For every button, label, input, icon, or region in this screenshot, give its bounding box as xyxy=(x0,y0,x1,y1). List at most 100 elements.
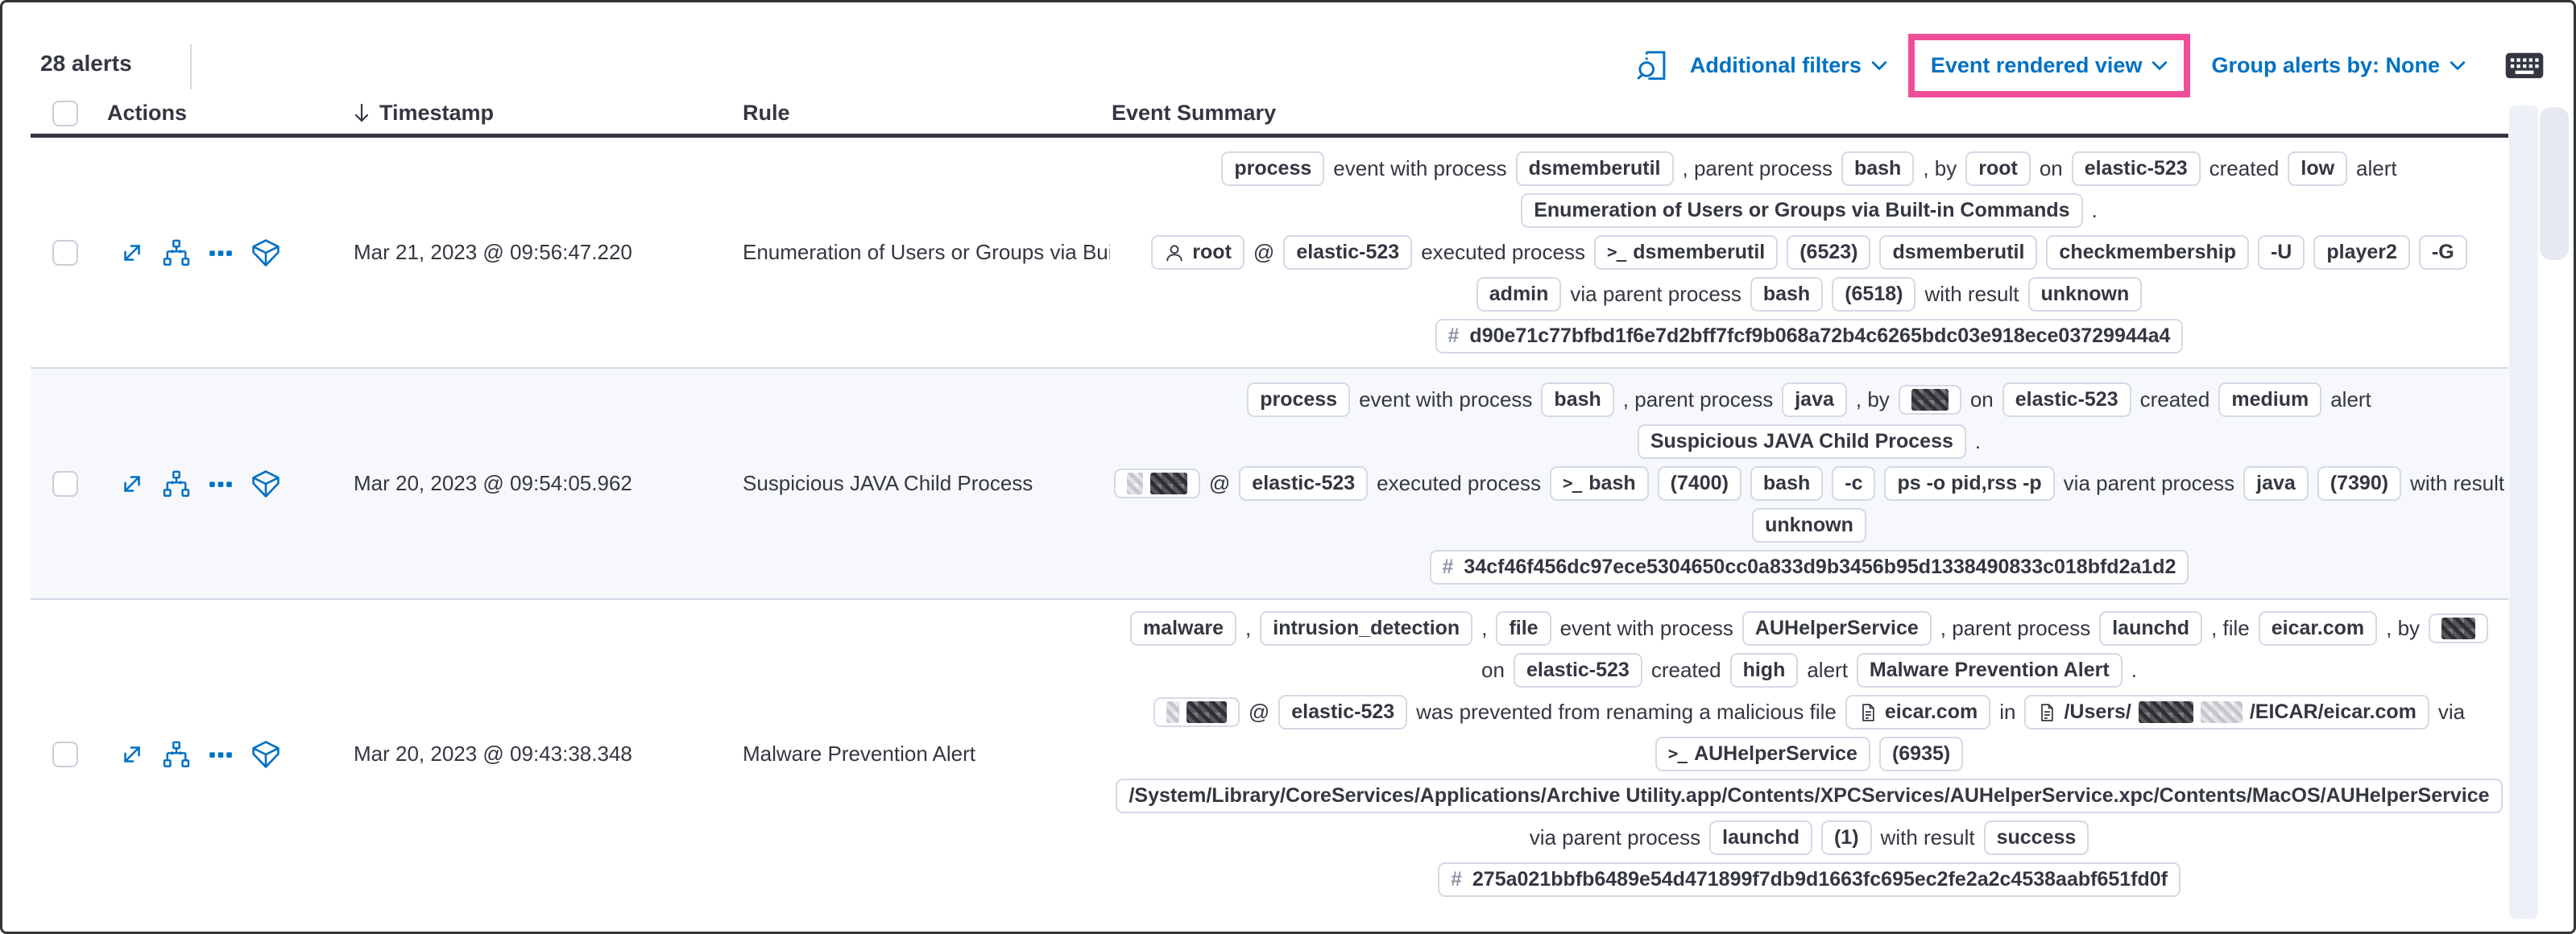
summary-badge[interactable]: bash xyxy=(1750,277,1824,312)
summary-badge[interactable]: Malware Prevention Alert xyxy=(1856,653,2123,688)
summary-badge[interactable]: /System/Library/CoreServices/Application… xyxy=(1116,779,2503,813)
summary-badge[interactable]: malware xyxy=(1129,611,1237,646)
summary-badge[interactable]: /Users//EICAR/eicar.com xyxy=(2024,695,2429,729)
summary-badge[interactable]: process xyxy=(1221,151,1325,186)
hash-icon: # xyxy=(1450,868,1462,891)
summary-badge[interactable]: dsmemberutil xyxy=(1879,235,2038,270)
investigate-in-timeline-button[interactable] xyxy=(251,739,281,770)
header-event-summary-label: Event Summary xyxy=(1112,101,1277,125)
summary-badge[interactable]: low xyxy=(2288,151,2348,186)
more-actions-button[interactable] xyxy=(207,239,234,267)
summary-line: #275a021bbfb6489e54d471899f7db9d1663fc69… xyxy=(1437,862,2180,897)
summary-badge[interactable]: (6935) xyxy=(1878,737,1964,771)
summary-badge[interactable] xyxy=(1113,469,1200,498)
summary-badge[interactable]: unknown xyxy=(1752,508,1866,543)
summary-badge[interactable]: elastic-523 xyxy=(1283,235,1413,270)
summary-badge[interactable]: #34cf46f456dc97ece5304650cc0a833d9b3456b… xyxy=(1429,550,2189,585)
inspect-button[interactable] xyxy=(1637,49,1669,81)
summary-badge[interactable]: root xyxy=(1151,235,1245,270)
summary-badge[interactable]: bash xyxy=(1541,382,1614,417)
summary-badge[interactable]: dsmemberutil xyxy=(1515,151,1674,186)
analyze-event-button[interactable] xyxy=(162,740,191,769)
summary-badge[interactable]: launchd xyxy=(1709,820,1812,855)
summary-badge[interactable]: #d90e71c77bfbd1f6e7d2bff7fcf9b068a72b4c6… xyxy=(1435,319,2184,353)
summary-badge[interactable]: root xyxy=(1965,151,2031,186)
summary-badge[interactable]: java xyxy=(1782,382,1847,417)
summary-badge[interactable]: (7400) xyxy=(1657,466,1741,501)
hash-icon: # xyxy=(1442,556,1454,578)
scrollbar-thumb[interactable] xyxy=(2540,107,2569,260)
select-all-checkbox[interactable] xyxy=(52,100,78,126)
investigate-in-timeline-button[interactable] xyxy=(251,469,281,499)
more-actions-button[interactable] xyxy=(207,470,234,498)
summary-badge[interactable]: >_AUHelperService xyxy=(1655,737,1870,771)
summary-badge[interactable] xyxy=(1898,385,1961,415)
rule-cell[interactable]: Enumeration of Users or Groups via Bui xyxy=(743,240,1110,264)
summary-badge[interactable]: (1) xyxy=(1820,820,1872,855)
scrollbar-track[interactable] xyxy=(2509,105,2538,919)
summary-badge[interactable]: -c xyxy=(1832,466,1876,501)
summary-badge[interactable]: elastic-523 xyxy=(1278,695,1408,729)
expand-alert-button[interactable] xyxy=(118,741,146,768)
summary-badge[interactable]: success xyxy=(1983,820,2089,855)
summary-badge[interactable]: player2 xyxy=(2313,235,2410,270)
view-selector-dropdown[interactable]: Event rendered view xyxy=(1931,53,2168,78)
summary-badge[interactable]: intrusion_detection xyxy=(1260,611,1473,646)
summary-badge[interactable]: java xyxy=(2243,466,2309,501)
rule-cell[interactable]: Suspicious JAVA Child Process xyxy=(743,471,1033,495)
summary-text: event with process xyxy=(1333,156,1507,180)
summary-badge[interactable]: -U xyxy=(2257,235,2305,270)
summary-badge[interactable]: AUHelperService xyxy=(1741,611,1932,646)
summary-badge[interactable]: elastic-523 xyxy=(2071,151,2201,186)
summary-text: event with process xyxy=(1559,616,1733,640)
summary-badge[interactable]: (6523) xyxy=(1787,235,1871,270)
summary-badge[interactable]: bash xyxy=(1750,466,1824,501)
group-alerts-label: Group alerts by: None xyxy=(2211,52,2440,77)
expand-icon xyxy=(118,239,146,267)
summary-badge[interactable]: unknown xyxy=(2027,277,2143,312)
rule-cell[interactable]: Malware Prevention Alert xyxy=(743,742,976,766)
summary-badge[interactable]: (6518) xyxy=(1832,277,1916,312)
summary-badge[interactable]: #275a021bbfb6489e54d471899f7db9d1663fc69… xyxy=(1437,862,2180,897)
summary-badge[interactable] xyxy=(1153,697,1240,727)
summary-badge[interactable]: ps -o pid,rss -p xyxy=(1884,466,2055,501)
row-checkbox[interactable] xyxy=(52,470,78,497)
summary-badge[interactable]: admin xyxy=(1476,277,1562,312)
summary-badge[interactable] xyxy=(2429,614,2489,643)
summary-badge[interactable]: Suspicious JAVA Child Process xyxy=(1637,424,1966,459)
row-checkbox[interactable] xyxy=(52,741,78,767)
group-alerts-dropdown[interactable]: Group alerts by: None xyxy=(2211,53,2466,78)
summary-badge[interactable]: process xyxy=(1247,382,1351,417)
summary-badge[interactable]: checkmembership xyxy=(2046,235,2249,270)
analyze-event-button[interactable] xyxy=(162,469,191,498)
summary-badge[interactable]: elastic-523 xyxy=(1513,653,1642,688)
summary-badge[interactable]: elastic-523 xyxy=(1239,466,1369,501)
summary-badge[interactable]: high xyxy=(1729,653,1799,688)
row-checkbox[interactable] xyxy=(52,239,78,266)
expand-alert-button[interactable] xyxy=(118,470,146,498)
summary-text: created xyxy=(1650,658,1721,682)
summary-badge[interactable]: (7390) xyxy=(2317,466,2402,501)
summary-badge[interactable]: Enumeration of Users or Groups via Built… xyxy=(1521,193,2083,228)
summary-badge[interactable]: eicar.com xyxy=(2258,611,2378,646)
additional-filters-dropdown[interactable]: Additional filters xyxy=(1690,53,1887,78)
more-actions-button[interactable] xyxy=(207,741,234,768)
investigate-in-timeline-button[interactable] xyxy=(251,238,281,268)
header-timestamp[interactable]: Timestamp xyxy=(341,101,731,126)
summary-badge[interactable]: >_bash xyxy=(1549,466,1649,501)
summary-badge[interactable]: launchd xyxy=(2099,611,2203,646)
summary-badge[interactable]: eicar.com xyxy=(1845,695,1991,729)
expand-alert-button[interactable] xyxy=(118,239,146,267)
summary-badge[interactable]: bash xyxy=(1841,151,1915,186)
keyboard-shortcuts-button[interactable] xyxy=(2504,50,2545,81)
summary-badge[interactable]: >_dsmemberutil xyxy=(1593,235,1779,270)
redacted-block xyxy=(1911,389,1949,411)
summary-badge[interactable]: medium xyxy=(2218,382,2322,417)
analyze-event-button[interactable] xyxy=(162,238,191,267)
summary-badge[interactable]: file xyxy=(1496,611,1551,646)
summary-badge[interactable]: elastic-523 xyxy=(2002,382,2131,417)
summary-badge[interactable]: -G xyxy=(2418,235,2467,270)
